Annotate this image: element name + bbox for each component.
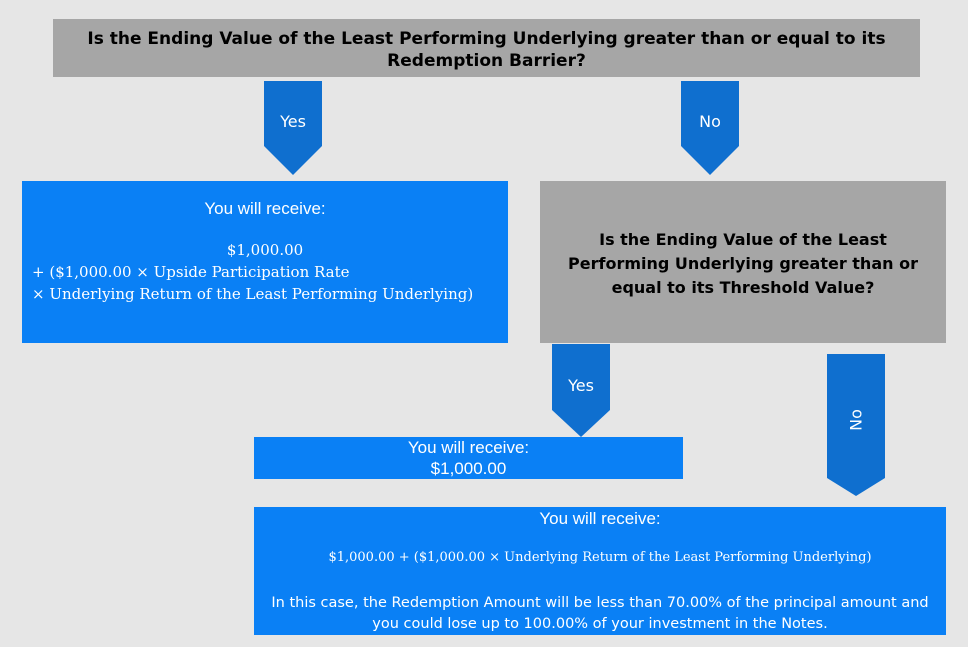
loss-payout-box: You will receive: $1,000.00 + ($1,000.00… [254,507,946,635]
yes-arrow-upside-label: Yes [280,112,306,131]
upside-payout-box: You will receive: $1,000.00 + ($1,000.00… [22,181,508,343]
loss-payout-note: In this case, the Redemption Amount will… [271,595,929,632]
par-payout-amount: $1,000.00 [430,459,507,478]
upside-payout-formula-line2: × Underlying Return of the Least Perform… [32,285,474,303]
upside-payout-formula-line1: + ($1,000.00 × Upside Participation Rate [32,263,350,281]
redemption-barrier-question: Is the Ending Value of the Least Perform… [53,19,920,77]
no-arrow-loss-label: No [846,409,866,431]
no-arrow-threshold: No [681,81,739,175]
threshold-question: Is the Ending Value of the Least Perform… [540,181,946,343]
par-payout-box: You will receive: $1,000.00 [254,437,683,479]
yes-arrow-par-label: Yes [568,376,594,395]
no-arrow-threshold-label: No [699,112,721,131]
redemption-barrier-question-text: Is the Ending Value of the Least Perform… [87,29,886,72]
yes-arrow-upside: Yes [264,81,322,175]
upside-payout-heading: You will receive: [204,199,326,218]
threshold-question-text: Is the Ending Value of the Least Perform… [568,230,918,297]
par-payout-heading: You will receive: [407,438,530,457]
upside-payout-amount: $1,000.00 [226,241,304,259]
yes-arrow-par: Yes [552,344,610,437]
loss-payout-heading: You will receive: [539,509,661,528]
no-arrow-loss: No [827,354,885,496]
loss-payout-formula: $1,000.00 + ($1,000.00 × Underlying Retu… [328,550,872,565]
